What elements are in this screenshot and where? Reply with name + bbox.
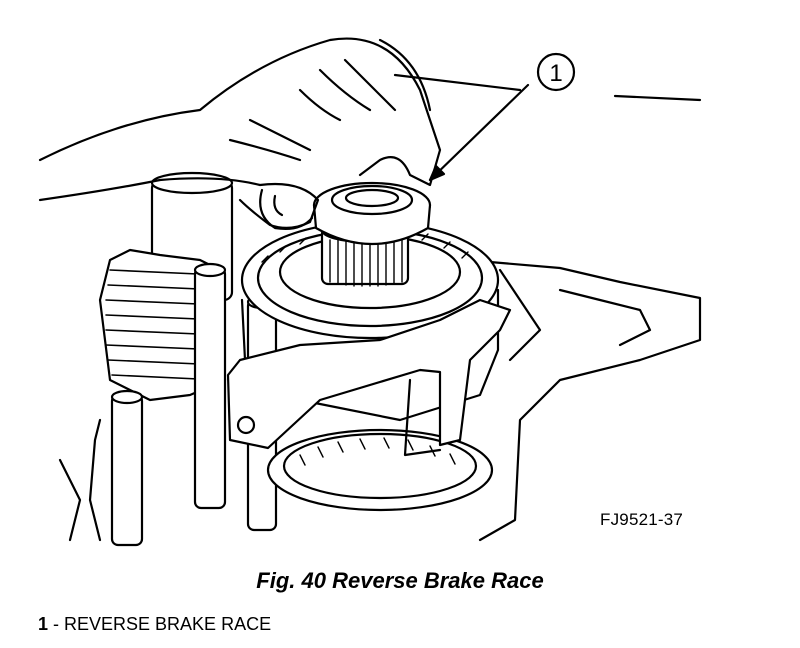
legend-number: 1 [38,614,49,634]
reverse-brake-race [312,181,432,246]
technician-hand [38,37,522,230]
figure-caption: Fig. 40 Reverse Brake Race [256,568,544,593]
legend-text: REVERSE BRAKE RACE [64,614,272,634]
transmission-case [478,94,702,542]
legend: 1 - REVERSE BRAKE RACE [38,614,271,635]
reverse-brake-race-illustration: 1 [38,37,702,547]
callout-number: 1 [549,60,562,87]
shift-fork [226,298,512,457]
figure-code: FJ9521-37 [600,510,684,529]
callout-leader [428,83,530,182]
legend-separator: - [48,614,65,634]
callout-1: 1 [536,52,576,92]
